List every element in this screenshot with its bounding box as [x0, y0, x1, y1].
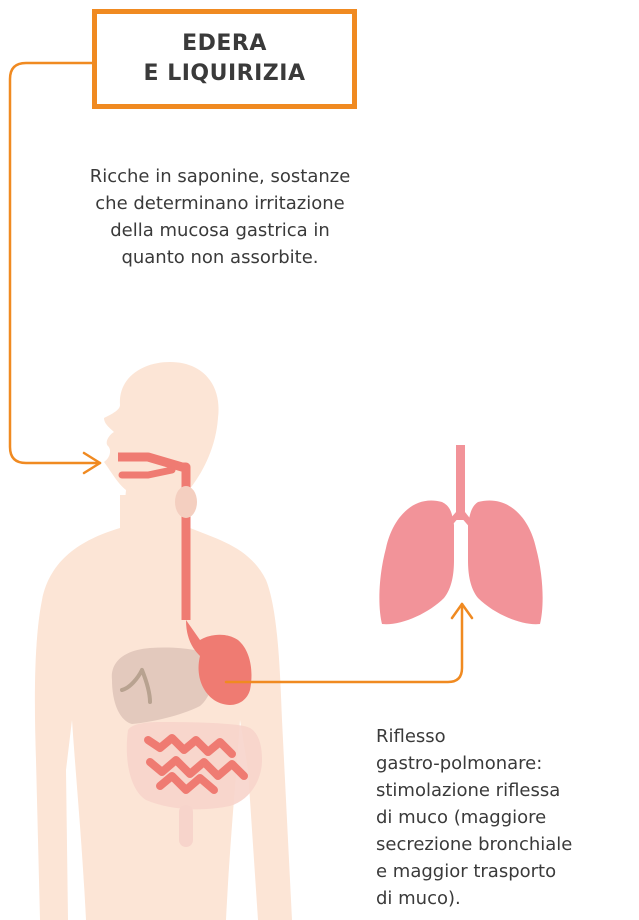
reflex-line: secrezione bronchiale	[376, 831, 638, 858]
human-body-icon	[35, 362, 292, 920]
reflex-line: di muco).	[376, 885, 638, 912]
description-line: della mucosa gastrica in	[70, 217, 370, 244]
title-box: EDERA E LIQUIRIZIA	[92, 9, 357, 109]
description-line: che determinano irritazione	[70, 190, 370, 217]
reflex-description: Riflesso gastro-polmonare: stimolazione …	[376, 723, 638, 912]
description-line: Ricche in saponine, sostanze	[70, 163, 370, 190]
reflex-line: gastro-polmonare:	[376, 750, 638, 777]
reflex-line: di muco (maggiore	[376, 804, 638, 831]
reflex-line: stimolazione riflessa	[376, 777, 638, 804]
reflex-line: e maggior trasporto	[376, 858, 638, 885]
title-line-1: EDERA	[182, 29, 267, 59]
reflex-line: Riflesso	[376, 723, 638, 750]
lungs-icon	[379, 445, 542, 624]
title-line-2: E LIQUIRIZIA	[144, 59, 306, 89]
description-line: quanto non assorbite.	[70, 244, 370, 271]
saponin-description: Ricche in saponine, sostanze che determi…	[70, 163, 370, 271]
